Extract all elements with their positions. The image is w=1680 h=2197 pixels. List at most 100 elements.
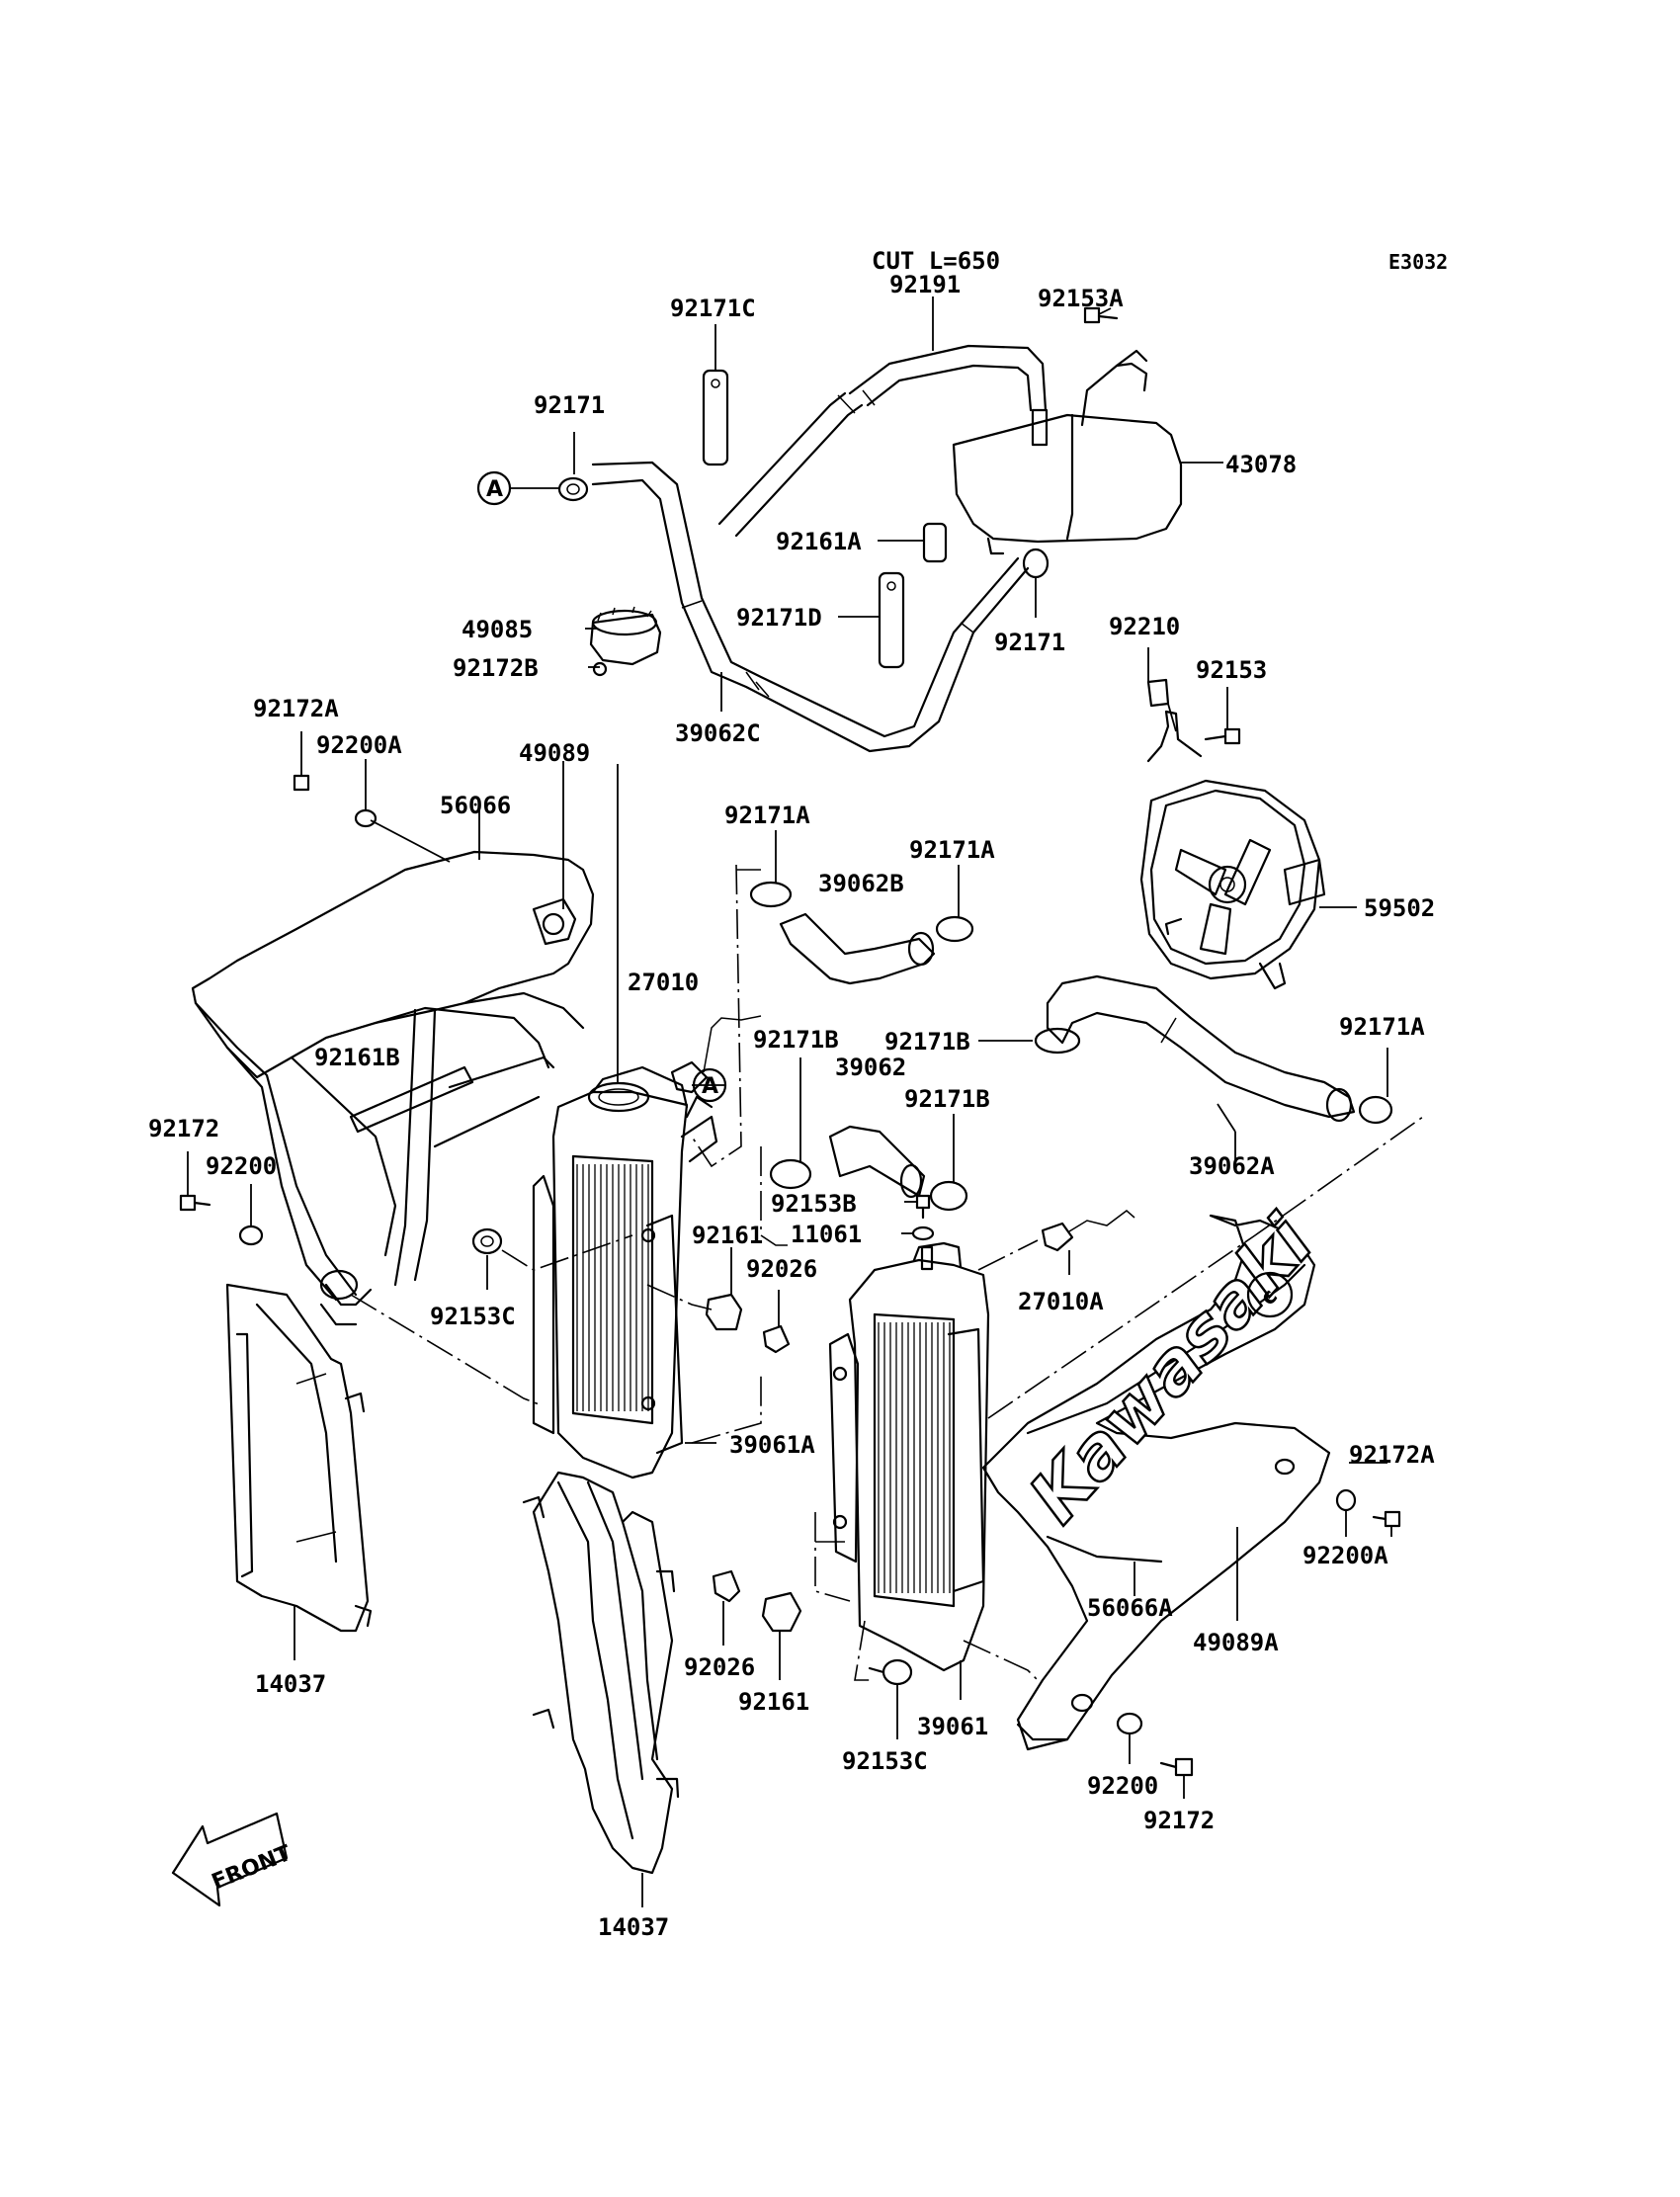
label-27010: 27010 — [628, 969, 699, 996]
washer-92200a-left — [354, 808, 378, 828]
label-92200-right: 92200 — [1087, 1772, 1158, 1800]
label-92171-mid: 92171 — [994, 629, 1065, 656]
label-92026-low: 92026 — [684, 1653, 755, 1681]
bolt-92172-left — [179, 1194, 211, 1212]
hose-39062a — [1046, 974, 1356, 1123]
label-92153: 92153 — [1196, 656, 1267, 684]
label-92172-left: 92172 — [148, 1115, 219, 1142]
label-92171-top: 92171 — [534, 391, 605, 419]
bolt-92172a-left — [293, 774, 310, 792]
right-radiator-guard — [522, 1471, 680, 1875]
label-59502: 59502 — [1364, 894, 1435, 922]
label-92171c: 92171C — [670, 295, 756, 322]
label-56066a: 56066A — [1087, 1594, 1173, 1622]
bolt-92172a-right — [1372, 1510, 1401, 1528]
collar-92026-mid — [762, 1324, 791, 1354]
label-92200-left: 92200 — [206, 1152, 277, 1180]
svg-text:A: A — [486, 477, 503, 502]
svg-text:A: A — [702, 1074, 718, 1099]
label-92171a-3: 92171A — [1339, 1013, 1425, 1041]
radiator-cap — [589, 606, 662, 666]
label-92172a-right: 92172A — [1349, 1441, 1435, 1469]
label-39062: 39062 — [835, 1054, 906, 1081]
front-label: FRONT — [209, 1841, 294, 1896]
label-92210: 92210 — [1109, 613, 1180, 640]
label-92161-mid: 92161 — [692, 1222, 763, 1249]
label-92026-mid: 92026 — [746, 1255, 817, 1283]
brand-logo: Kawasaki — [1013, 1200, 1329, 1538]
leader-lines — [187, 296, 1392, 1907]
collar-92200-right — [1116, 1712, 1143, 1735]
label-14037-bottom: 14037 — [598, 1913, 669, 1941]
label-92172b: 92172B — [453, 654, 539, 682]
label-92171b-3: 92171B — [904, 1085, 990, 1113]
diagram-code: E3032 — [1388, 250, 1448, 274]
front-arrow: FRONT — [171, 1812, 294, 1907]
label-39061: 39061 — [917, 1713, 988, 1740]
bolt-92172-right — [1159, 1757, 1194, 1777]
alignment-lines — [350, 864, 1424, 1681]
label-92153b: 92153B — [771, 1190, 857, 1218]
reservoir-tank — [952, 349, 1183, 555]
label-11061: 11061 — [791, 1221, 862, 1248]
bolt-92153b — [915, 1194, 931, 1220]
clamp-92171a-2 — [935, 915, 974, 943]
cooling-fan — [1139, 710, 1326, 990]
label-56066: 56066 — [440, 792, 511, 819]
label-92171a-2: 92171A — [909, 836, 995, 864]
reservoir-hose-39062c — [591, 461, 1030, 753]
collar-92026-low — [712, 1569, 741, 1603]
left-radiator-guard — [225, 1283, 373, 1633]
clamp-92171a-1 — [749, 881, 793, 908]
part-labels: E3032 CUT L=650 92191 92171C 92153A 9217… — [148, 247, 1448, 1941]
label-92153a: 92153A — [1038, 285, 1124, 312]
label-39062b: 39062B — [818, 870, 904, 897]
label-14037-left: 14037 — [255, 1670, 326, 1698]
clamp-92171-top — [557, 476, 589, 502]
label-27010a: 27010A — [1018, 1288, 1104, 1315]
collar-92200-left — [238, 1225, 264, 1246]
label-39062c: 39062C — [675, 719, 761, 747]
label-92153c-left: 92153C — [430, 1303, 516, 1330]
bolt-92153 — [1204, 727, 1241, 745]
grommet-92161-mid — [705, 1293, 743, 1331]
cut-note: CUT L=650 — [872, 247, 1000, 275]
label-92200a-right: 92200A — [1302, 1542, 1388, 1569]
label-92200a-left: 92200A — [316, 731, 402, 759]
label-92172a-left: 92172A — [253, 695, 339, 722]
label-92153c-right: 92153C — [842, 1747, 928, 1775]
bolt-92153c-right — [868, 1658, 913, 1686]
label-92191: 92191 — [889, 271, 961, 298]
left-shroud — [191, 850, 595, 1326]
label-92161-low: 92161 — [738, 1688, 809, 1716]
callout-a-top: A — [476, 470, 512, 506]
clamp-92171-mid — [1022, 548, 1050, 579]
label-92171b-2: 92171B — [884, 1028, 970, 1056]
left-radiator — [532, 1065, 718, 1479]
right-radiator — [828, 1241, 990, 1672]
label-49089a: 49089A — [1193, 1629, 1279, 1656]
label-49089: 49089 — [519, 739, 590, 767]
bolt-92153a — [1083, 306, 1119, 324]
label-49085: 49085 — [462, 616, 533, 643]
hose-39062b — [779, 912, 936, 985]
clamp-92171b-1 — [769, 1158, 812, 1190]
label-92171d: 92171D — [736, 604, 822, 632]
washer-11061 — [911, 1225, 935, 1241]
label-39061a: 39061A — [729, 1431, 815, 1459]
label-92171b-1: 92171B — [753, 1026, 839, 1054]
grommet-92161-low — [761, 1591, 802, 1633]
label-92171a-1: 92171A — [724, 802, 810, 829]
hose-39062 — [828, 1125, 926, 1199]
clamp-92171d — [878, 571, 905, 669]
plate-92210 — [1146, 678, 1170, 708]
filler-neck — [587, 1081, 650, 1113]
washer-92200a-right — [1335, 1488, 1357, 1512]
clamp-92171b-2 — [1034, 1027, 1081, 1055]
clamp-92171c — [702, 369, 729, 466]
label-92161a: 92161A — [776, 528, 862, 555]
bolt-92153c-left — [471, 1227, 503, 1255]
clamp-92171b-3 — [929, 1180, 968, 1212]
label-39062a: 39062A — [1189, 1152, 1275, 1180]
